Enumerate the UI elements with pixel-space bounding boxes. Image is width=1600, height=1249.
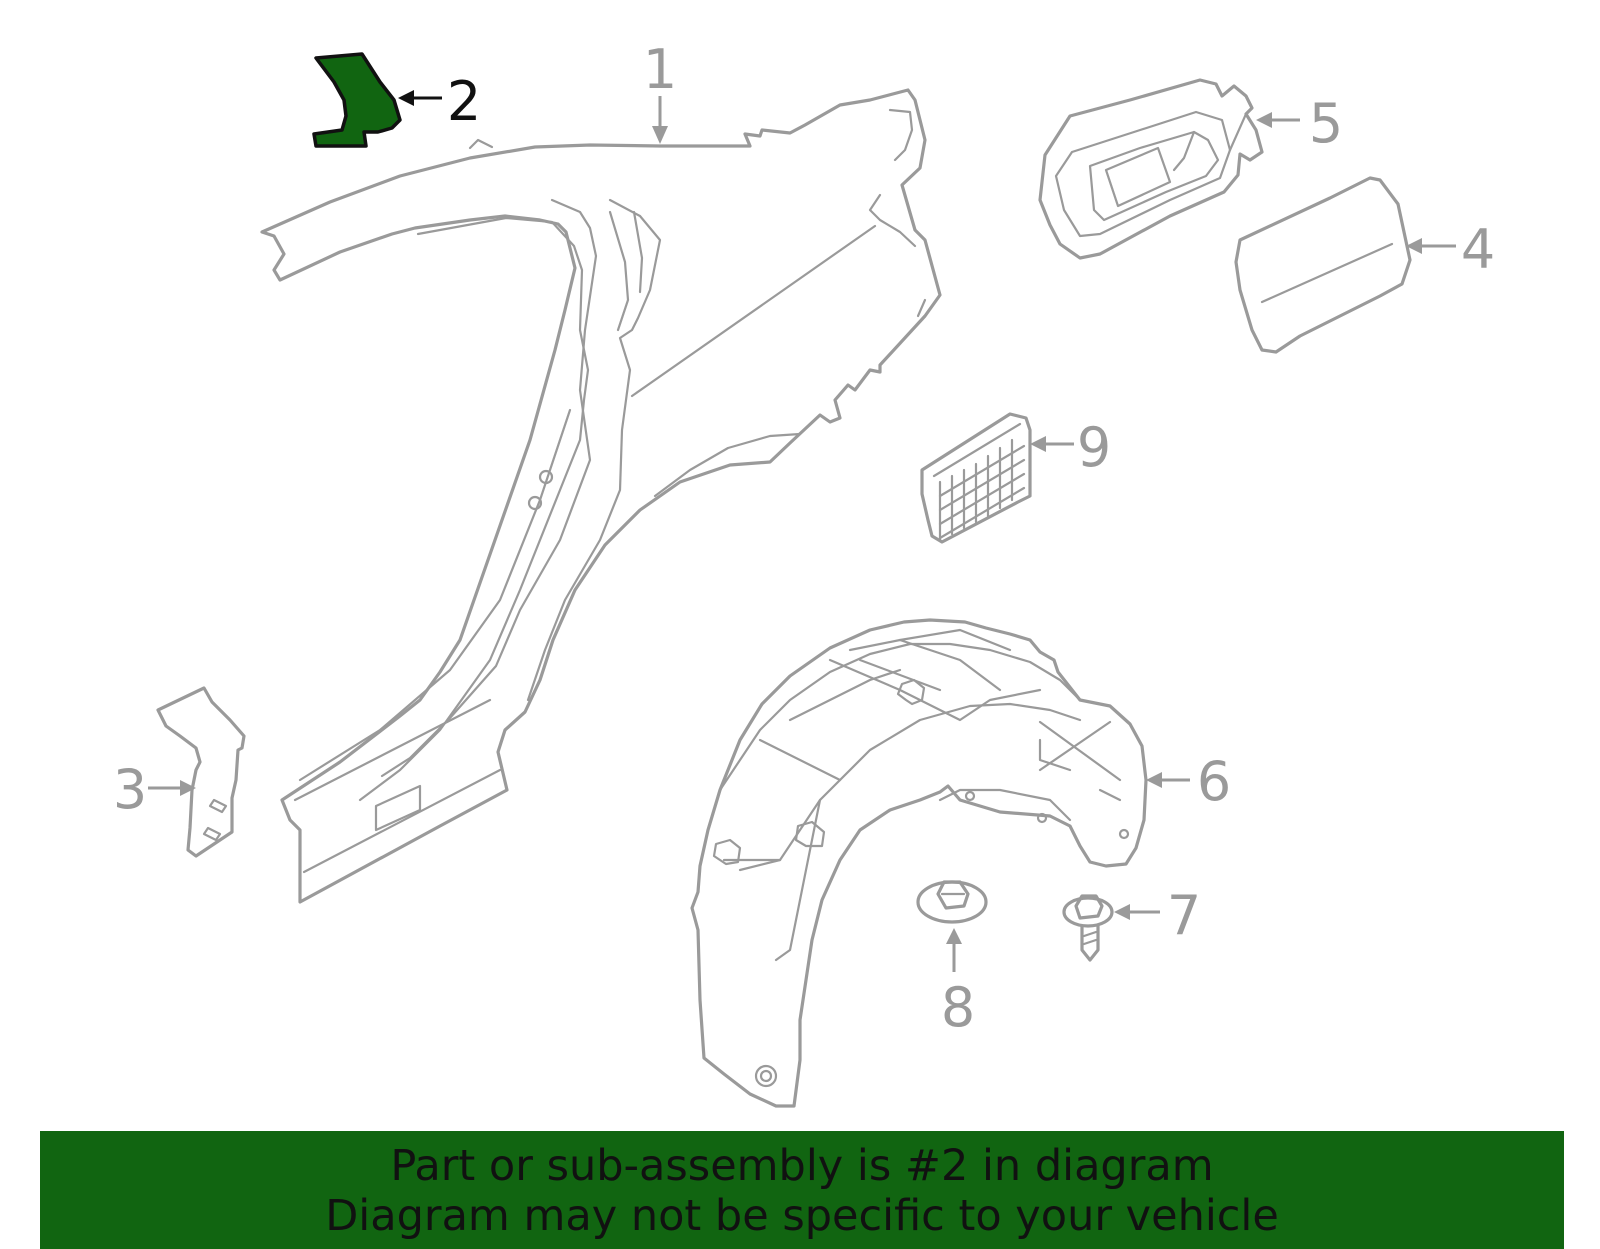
callout-9: 9 xyxy=(1030,416,1111,479)
callout-1: 1 xyxy=(643,38,677,144)
callout-5: 5 xyxy=(1256,92,1343,155)
part-7-screw[interactable] xyxy=(1062,894,1114,962)
callout-label: 1 xyxy=(643,38,677,101)
banner-line-1: Part or sub-assembly is #2 in diagram xyxy=(390,1141,1214,1191)
callout-2: 2 xyxy=(398,70,481,133)
callout-label: 9 xyxy=(1077,416,1111,479)
vent-grille-slats xyxy=(938,438,1026,540)
callout-4: 4 xyxy=(1406,218,1495,281)
part-1-quarter-panel[interactable] xyxy=(260,88,942,904)
part-3-bracket[interactable] xyxy=(156,686,246,858)
part-2-trim[interactable] xyxy=(312,52,402,148)
callout-label: 3 xyxy=(113,758,147,821)
part-8-flange-nut[interactable] xyxy=(916,880,988,924)
callout-label: 8 xyxy=(941,976,975,1039)
part-9-vent-grille[interactable] xyxy=(920,412,1032,544)
part-6-wheel-liner[interactable] xyxy=(690,618,1148,1108)
callout-label: 7 xyxy=(1167,884,1201,947)
callout-label: 4 xyxy=(1461,218,1495,281)
callout-label: 2 xyxy=(447,70,481,133)
callout-label: 6 xyxy=(1197,750,1231,813)
callout-label: 5 xyxy=(1309,92,1343,155)
callout-3: 3 xyxy=(113,758,196,821)
part-5-fuel-filler-housing[interactable] xyxy=(1038,78,1264,260)
part-4-fuel-door[interactable] xyxy=(1234,176,1412,354)
info-banner: Part or sub-assembly is #2 in diagram Di… xyxy=(40,1131,1564,1249)
callout-8: 8 xyxy=(941,928,975,1039)
callout-7: 7 xyxy=(1114,884,1201,947)
callout-6: 6 xyxy=(1146,750,1231,813)
banner-line-2: Diagram may not be specific to your vehi… xyxy=(325,1191,1279,1241)
